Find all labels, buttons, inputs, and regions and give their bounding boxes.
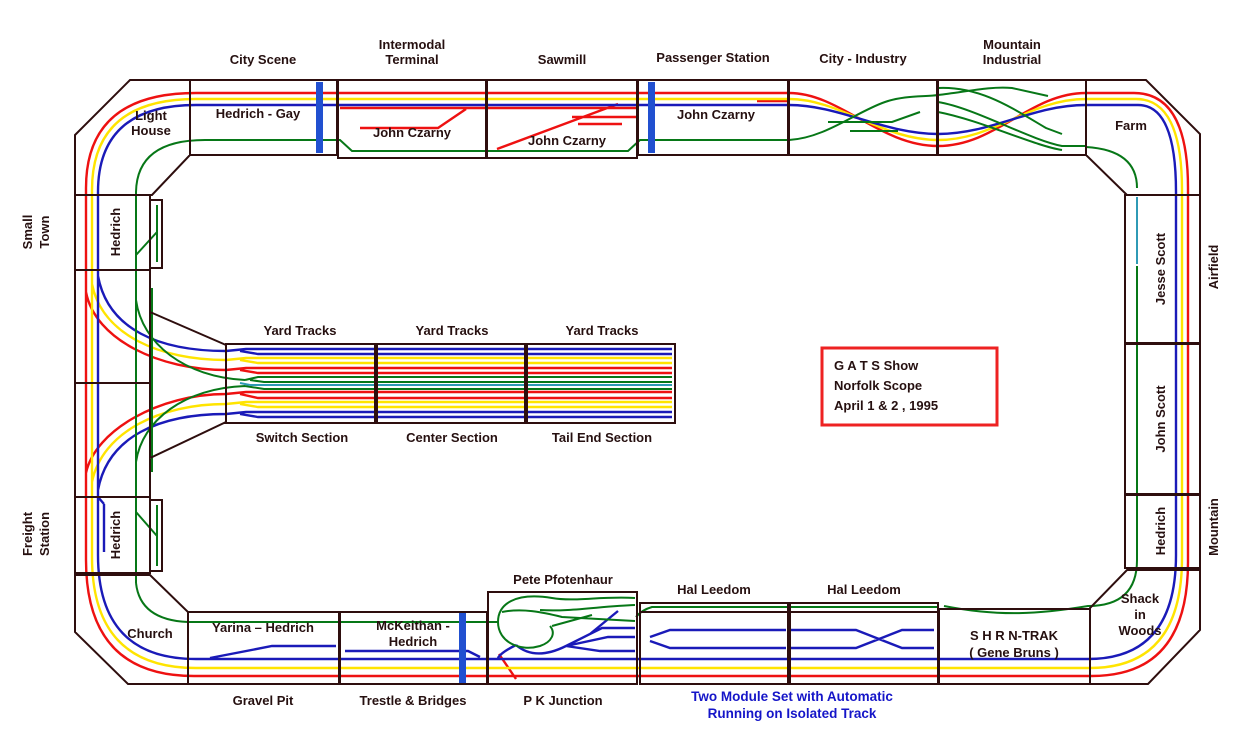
yellow-main-line: [90, 97, 1184, 670]
label-hal-leedom-right: Hal Leedom: [827, 582, 901, 597]
gap-bar-trestle-bridges: [459, 613, 466, 683]
label-station: Station: [37, 512, 52, 556]
label-intermodal-title-2: Terminal: [385, 52, 438, 67]
label-mountain-place: Mountain: [1206, 498, 1221, 556]
label-city-industry-title: City - Industry: [819, 51, 907, 66]
label-switch-section: Switch Section: [256, 430, 349, 445]
label-jesse-scott: Jesse Scott: [1153, 232, 1168, 305]
label-mckeithan-owner-2: Hedrich: [389, 634, 437, 649]
label-passenger-title: Passenger Station: [656, 50, 769, 65]
label-hedrich-right: Hedrich: [1153, 507, 1168, 555]
label-mountain-industrial-title-1: Mountain: [983, 37, 1041, 52]
label-farm: Farm: [1115, 118, 1147, 133]
label-shack-2: in: [1134, 607, 1146, 622]
label-trestle-bridges: Trestle & Bridges: [360, 693, 467, 708]
blue-main-line: [96, 103, 1178, 661]
label-tail-end-section: Tail End Section: [552, 430, 652, 445]
show-info-line3: April 1 & 2 , 1995: [834, 398, 938, 413]
label-pete-title: Pete Pfotenhaur: [513, 572, 613, 587]
label-town: Town: [37, 215, 52, 248]
label-small: Small: [20, 215, 35, 250]
label-pk-junction: P K Junction: [523, 693, 602, 708]
label-shr-1: S H R N-TRAK: [970, 628, 1059, 643]
label-yard-tracks-2: Yard Tracks: [416, 323, 489, 338]
gap-bar-city-scene: [316, 82, 323, 153]
show-info-box: [820, 346, 999, 427]
label-passenger-owner: John Czarny: [677, 107, 756, 122]
label-city-scene-title: City Scene: [230, 52, 296, 67]
label-hal-leedom-left: Hal Leedom: [677, 582, 751, 597]
label-mckeithan-owner-1: McKeithan -: [376, 618, 450, 633]
label-bottom-caption-2: Running on Isolated Track: [708, 706, 877, 721]
blue-track-path: [96, 103, 1178, 661]
label-yarina-owner: Yarina – Hedrich: [212, 620, 314, 635]
label-mountain-industrial-title-2: Industrial: [983, 52, 1042, 67]
green-branch-line: [135, 86, 1138, 649]
blue-gap-bars: [316, 82, 655, 683]
label-john-scott: John Scott: [1153, 385, 1168, 453]
label-sawmill-owner: John Czarny: [528, 133, 607, 148]
label-shack-3: Woods: [1118, 623, 1161, 638]
label-center-section: Center Section: [406, 430, 498, 445]
label-shack-1: Shack: [1121, 591, 1160, 606]
red-track-path: [84, 91, 1190, 680]
label-light-house-1: Light: [135, 108, 167, 123]
show-info-line1: G A T S Show: [834, 358, 919, 373]
label-shr-2: ( Gene Bruns ): [969, 645, 1059, 660]
label-yard-tracks-3: Yard Tracks: [566, 323, 639, 338]
label-light-house-2: House: [131, 123, 171, 138]
label-hedrich-bottom-left: Hedrich: [108, 511, 123, 559]
label-intermodal-owner: John Czarny: [373, 125, 452, 140]
label-gravel-pit: Gravel Pit: [233, 693, 294, 708]
gap-bar-passenger-station: [648, 82, 655, 153]
label-intermodal-title-1: Intermodal: [379, 37, 445, 52]
label-church: Church: [127, 626, 173, 641]
label-sawmill-title: Sawmill: [538, 52, 586, 67]
label-airfield: Airfield: [1206, 245, 1221, 290]
label-freight: Freight: [20, 511, 35, 556]
label-bottom-caption-1: Two Module Set with Automatic: [691, 689, 893, 704]
teal-track-path: [239, 197, 1138, 386]
label-hedrich-top-left: Hedrich: [108, 208, 123, 256]
teal-track-line: [239, 197, 1138, 386]
green-track-path: [135, 86, 1138, 649]
label-yard-tracks-1: Yard Tracks: [264, 323, 337, 338]
show-info-line2: Norfolk Scope: [834, 378, 922, 393]
yellow-track-path: [90, 97, 1184, 670]
module-outlines: [74, 79, 1201, 685]
red-main-line: [84, 91, 1190, 680]
label-city-scene-owner: Hedrich - Gay: [216, 106, 301, 121]
